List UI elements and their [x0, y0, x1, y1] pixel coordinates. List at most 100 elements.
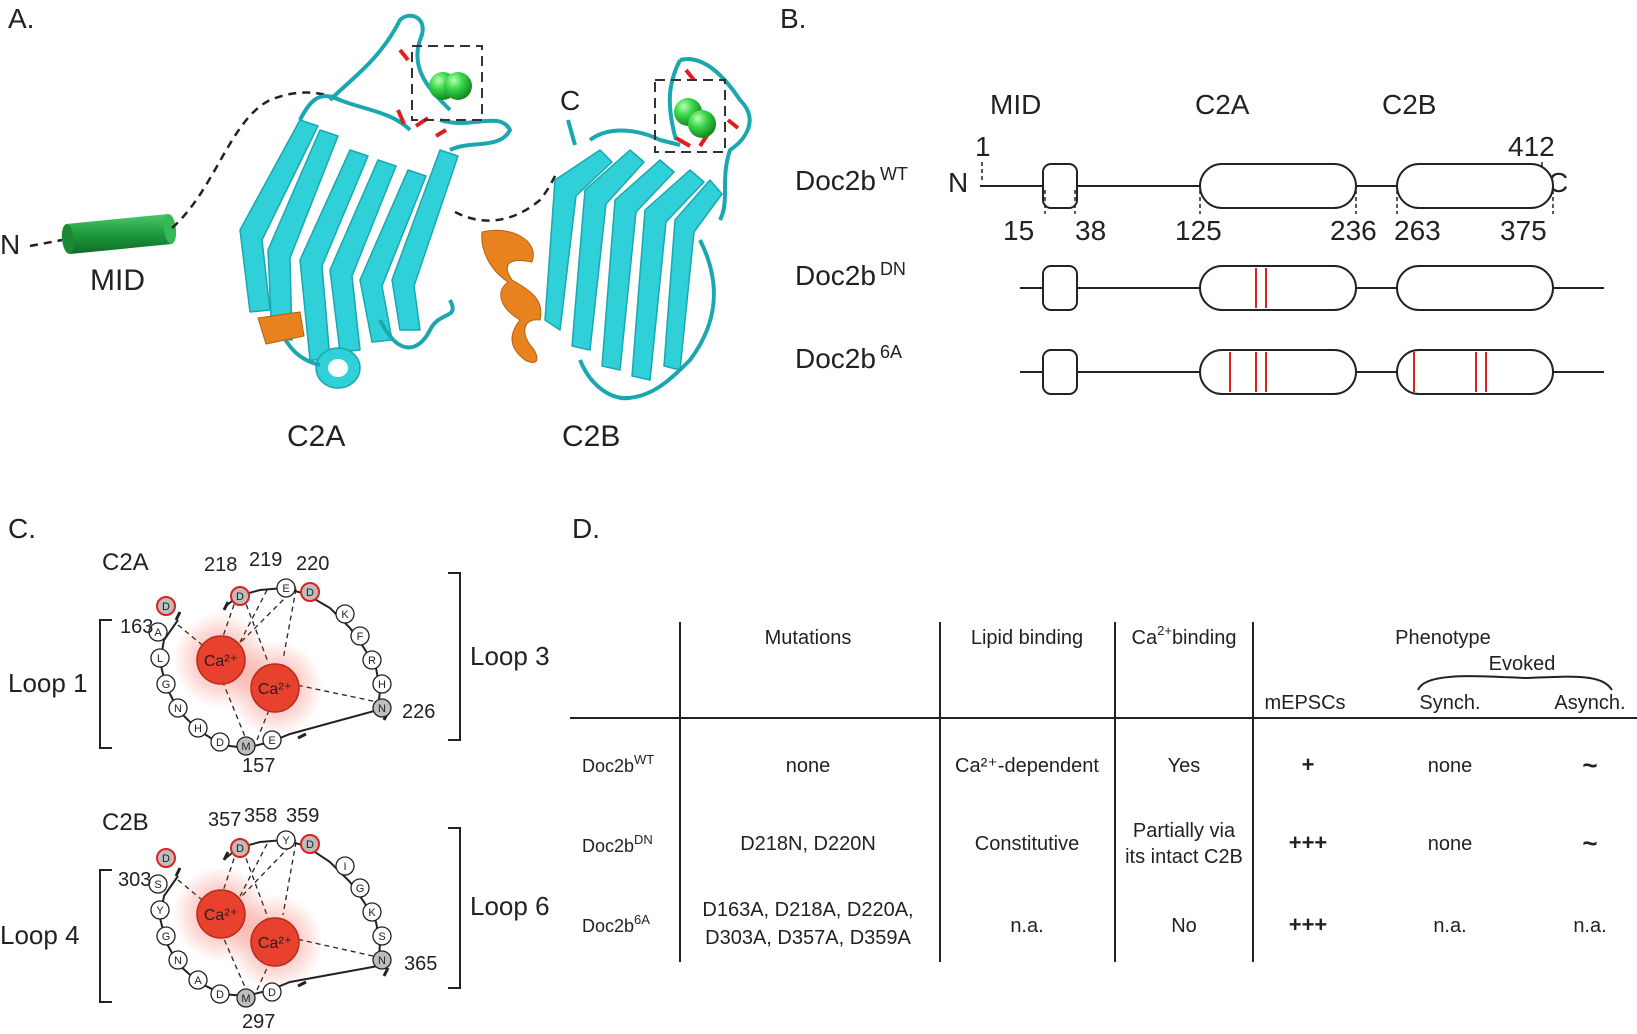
row-synch: none	[1428, 833, 1473, 855]
panel-a: A. N MID	[0, 3, 752, 453]
panel-c: C. C2A Loop 1 Loop 3	[0, 513, 550, 1033]
row-mepscs: +	[1302, 752, 1315, 777]
residue-letter: D	[162, 853, 170, 865]
loop1-bracket	[99, 619, 112, 749]
row-mepscs: +++	[1289, 912, 1328, 937]
residue-bead	[168, 950, 188, 970]
header-lipid-binding: Lipid binding	[971, 627, 1083, 649]
residue-bead	[210, 984, 230, 1004]
position-label: 263	[1394, 215, 1441, 246]
residue-bead	[210, 732, 230, 752]
residue-number: 358	[244, 805, 277, 827]
residue-letter: R	[368, 655, 376, 667]
calcium-ion	[196, 889, 246, 939]
loop4-bracket	[99, 869, 112, 1003]
loop3-label: Loop 3	[470, 641, 550, 671]
row-mepscs: +++	[1289, 830, 1328, 855]
mid-helix-cylinder	[61, 214, 177, 254]
evoked-brace	[1417, 675, 1613, 691]
residue-letter: N	[378, 955, 386, 967]
residue-bead	[236, 988, 256, 1008]
residue-letter: A	[194, 975, 202, 987]
residue-letter: K	[341, 609, 349, 621]
c2a-label: C2A	[287, 420, 345, 453]
mid-c2a-linker	[171, 91, 331, 229]
residue-letter: I	[343, 861, 346, 873]
header-mutations: Mutations	[765, 627, 852, 649]
c2a-c2b-linker	[454, 173, 558, 222]
residue-letter: D	[236, 591, 244, 603]
residue-number: 220	[296, 553, 329, 575]
residue-letter: G	[356, 883, 365, 895]
calcium-ion	[250, 663, 300, 713]
residue-letter: E	[282, 583, 289, 595]
header-mepscs: mEPSCs	[1264, 692, 1345, 714]
residue-letter: S	[154, 879, 161, 891]
calcium-ion	[196, 635, 246, 685]
c-terminus-label: C	[560, 85, 580, 116]
residue-bead	[350, 878, 370, 898]
residue-number: 359	[286, 805, 319, 827]
panel-d-letter: D.	[572, 513, 600, 544]
row-mutations: none	[786, 755, 831, 777]
residue-letter: H	[194, 723, 202, 735]
table-row: Doc2bDN D218N, D220N Constitutive Partia…	[582, 820, 1598, 868]
header-asynch: Asynch.	[1554, 692, 1625, 714]
c2b-orange-helix	[481, 229, 542, 363]
residue-bead	[188, 970, 208, 990]
loop6-label: Loop 6	[470, 891, 550, 921]
c2a-ca-site-box	[411, 45, 483, 121]
residue-bead	[362, 902, 382, 922]
loop3-bracket	[448, 572, 461, 741]
panel-c-letter: C.	[8, 513, 36, 544]
residue-bead	[335, 604, 355, 624]
residue-bead	[372, 698, 392, 718]
row-synch: none	[1428, 755, 1473, 777]
residue-number: 219	[249, 549, 282, 571]
residue-bead	[156, 674, 176, 694]
start-position-label: 1	[975, 131, 991, 162]
residue-bead	[372, 926, 392, 946]
residue-number: 157	[242, 755, 275, 777]
table-row: Doc2bWT none Ca²⁺-dependent Yes + none ~	[582, 750, 1598, 780]
calcium-label: Ca²⁺	[258, 681, 292, 698]
residue-letter: F	[357, 631, 364, 643]
row-asynch: ~	[1582, 750, 1597, 780]
residue-letter: D	[216, 989, 224, 1001]
residue-number: 303	[118, 869, 151, 891]
residue-letter: A	[154, 627, 162, 639]
residue-letter: D	[306, 587, 314, 599]
dn-domain-bar	[1020, 265, 1604, 311]
residue-letter: M	[241, 993, 250, 1005]
c2b-loop-title: C2B	[102, 809, 149, 836]
residue-letter: H	[378, 679, 386, 691]
row-lipid: Constitutive	[975, 833, 1080, 855]
residue-number: 365	[404, 953, 437, 975]
row-asynch: n.a.	[1573, 915, 1606, 937]
panel-d: D. Mutations Lipid binding Ca2+binding P…	[570, 513, 1637, 962]
c2b-structure	[544, 57, 752, 401]
dn-mutation-marks	[1255, 268, 1267, 308]
residue-bead	[150, 648, 170, 668]
residue-bead	[150, 900, 170, 920]
residue-letter: K	[368, 907, 376, 919]
residue-bead	[300, 582, 320, 602]
residue-letter: N	[174, 955, 182, 967]
residue-number: 218	[204, 554, 237, 576]
table-row: Doc2b6A D163A, D218A, D220A, D303A, D357…	[582, 899, 1607, 949]
row-synch: n.a.	[1433, 915, 1466, 937]
calcium-label: Ca²⁺	[258, 935, 292, 952]
residue-bead	[276, 830, 296, 850]
residue-bead	[350, 626, 370, 646]
residue-bead	[156, 926, 176, 946]
residue-letter: D	[236, 843, 244, 855]
residue-bead	[230, 838, 250, 858]
row-lipid: Ca²⁺-dependent	[955, 755, 1099, 777]
residue-bead	[148, 874, 168, 894]
residue-number: 357	[208, 809, 241, 831]
residue-letter: D	[162, 601, 170, 613]
